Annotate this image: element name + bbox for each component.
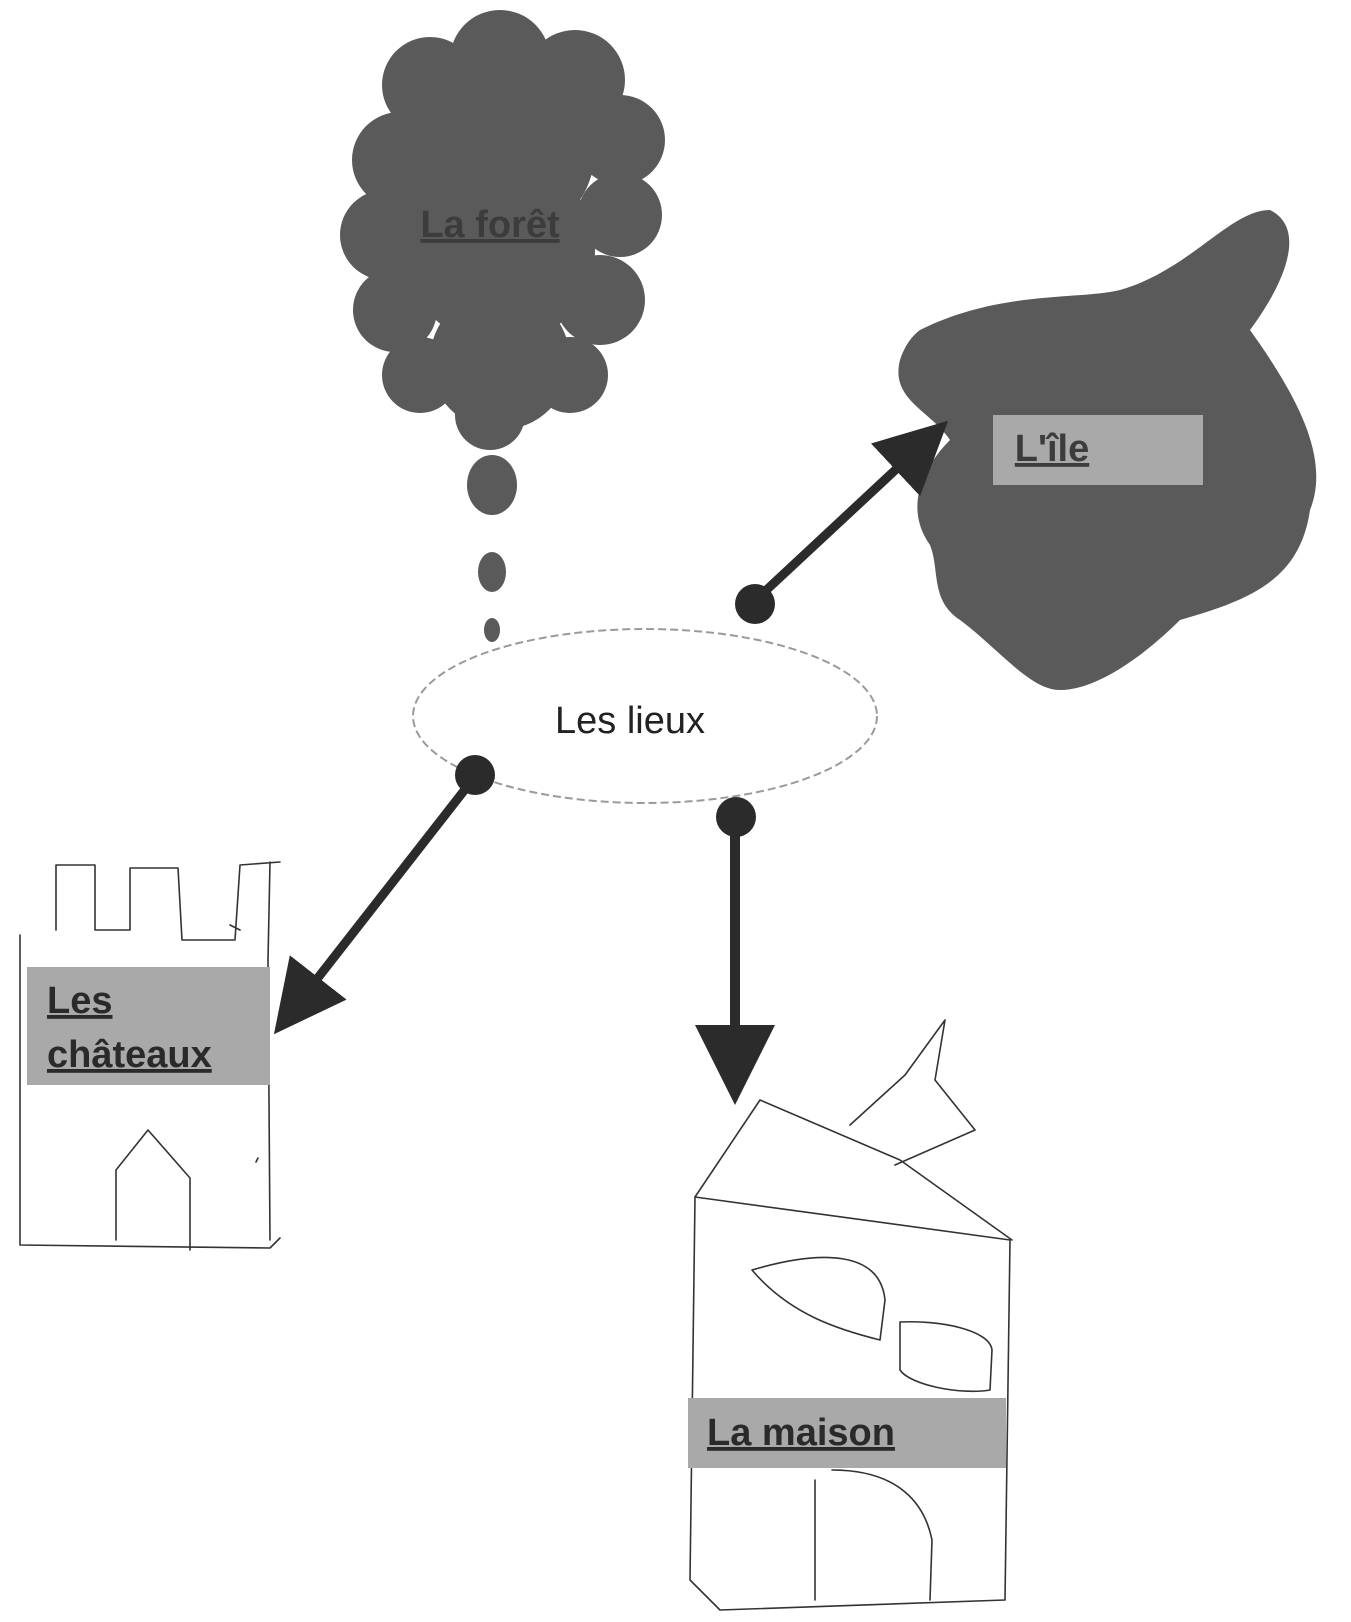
chateaux-label-line2: châteaux (47, 1034, 212, 1076)
ile-label-band (993, 415, 1203, 485)
center-node: Les lieux (412, 628, 878, 804)
maison-label: La maison (707, 1412, 895, 1454)
chateaux-label-band (27, 967, 270, 1085)
center-label: Les lieux (555, 700, 705, 742)
foret-label: La forêt (420, 204, 560, 246)
foret-cloud: La forêt (340, 10, 665, 642)
connector-to-ile (735, 420, 949, 624)
maison-label-band (688, 1398, 1006, 1468)
connector-dot (735, 584, 775, 624)
ile-label: L'île (1015, 428, 1090, 470)
connector-dot (455, 755, 495, 795)
chateaux-label-line1: Les (47, 980, 112, 1022)
connector-to-maison (695, 797, 775, 1105)
ile-blob: L'île (898, 210, 1317, 690)
connector-to-chateaux (273, 755, 495, 1035)
chateaux-sketch: Les châteaux (19, 861, 281, 1251)
connector-dot (716, 797, 756, 837)
maison-sketch: La maison (688, 1019, 1013, 1611)
